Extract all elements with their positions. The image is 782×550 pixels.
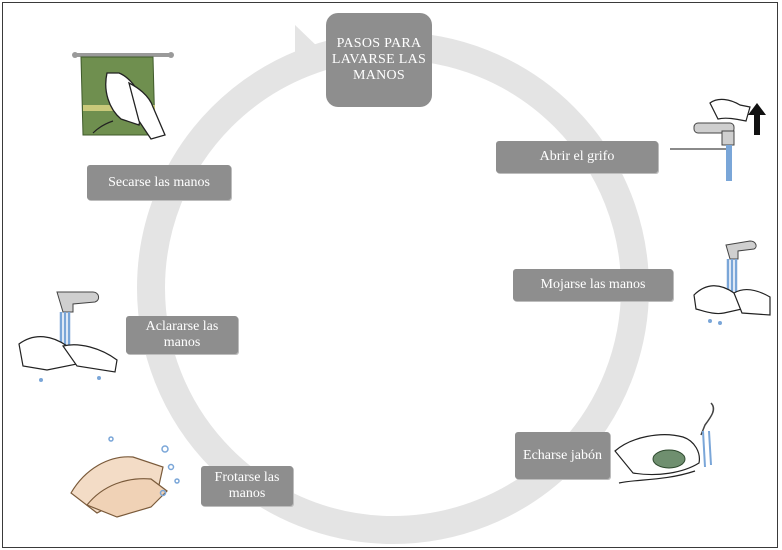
step-echarse-jabon: Echarse jabón — [515, 432, 610, 479]
wet-hands-icon — [693, 240, 771, 325]
soap-hands-icon — [614, 402, 715, 484]
rinsing-hands-icon — [18, 291, 118, 382]
towel-drying-icon — [72, 52, 174, 140]
diagram-title: PASOS PARA LAVARSE LAS MANOS — [326, 13, 432, 107]
cycle-arrowhead — [295, 25, 321, 75]
step-abrir-grifo: Abrir el grifo — [496, 141, 658, 173]
step-mojarse-manos: Mojarse las manos — [513, 269, 673, 301]
step-frotarse-manos: Frotarse las manos — [201, 466, 293, 506]
rubbing-hands-icon — [70, 436, 180, 518]
step-secarse-manos: Secarse las manos — [87, 165, 231, 200]
faucet-open-icon — [670, 98, 766, 181]
step-aclararse-manos: Aclararse las manos — [126, 316, 238, 354]
